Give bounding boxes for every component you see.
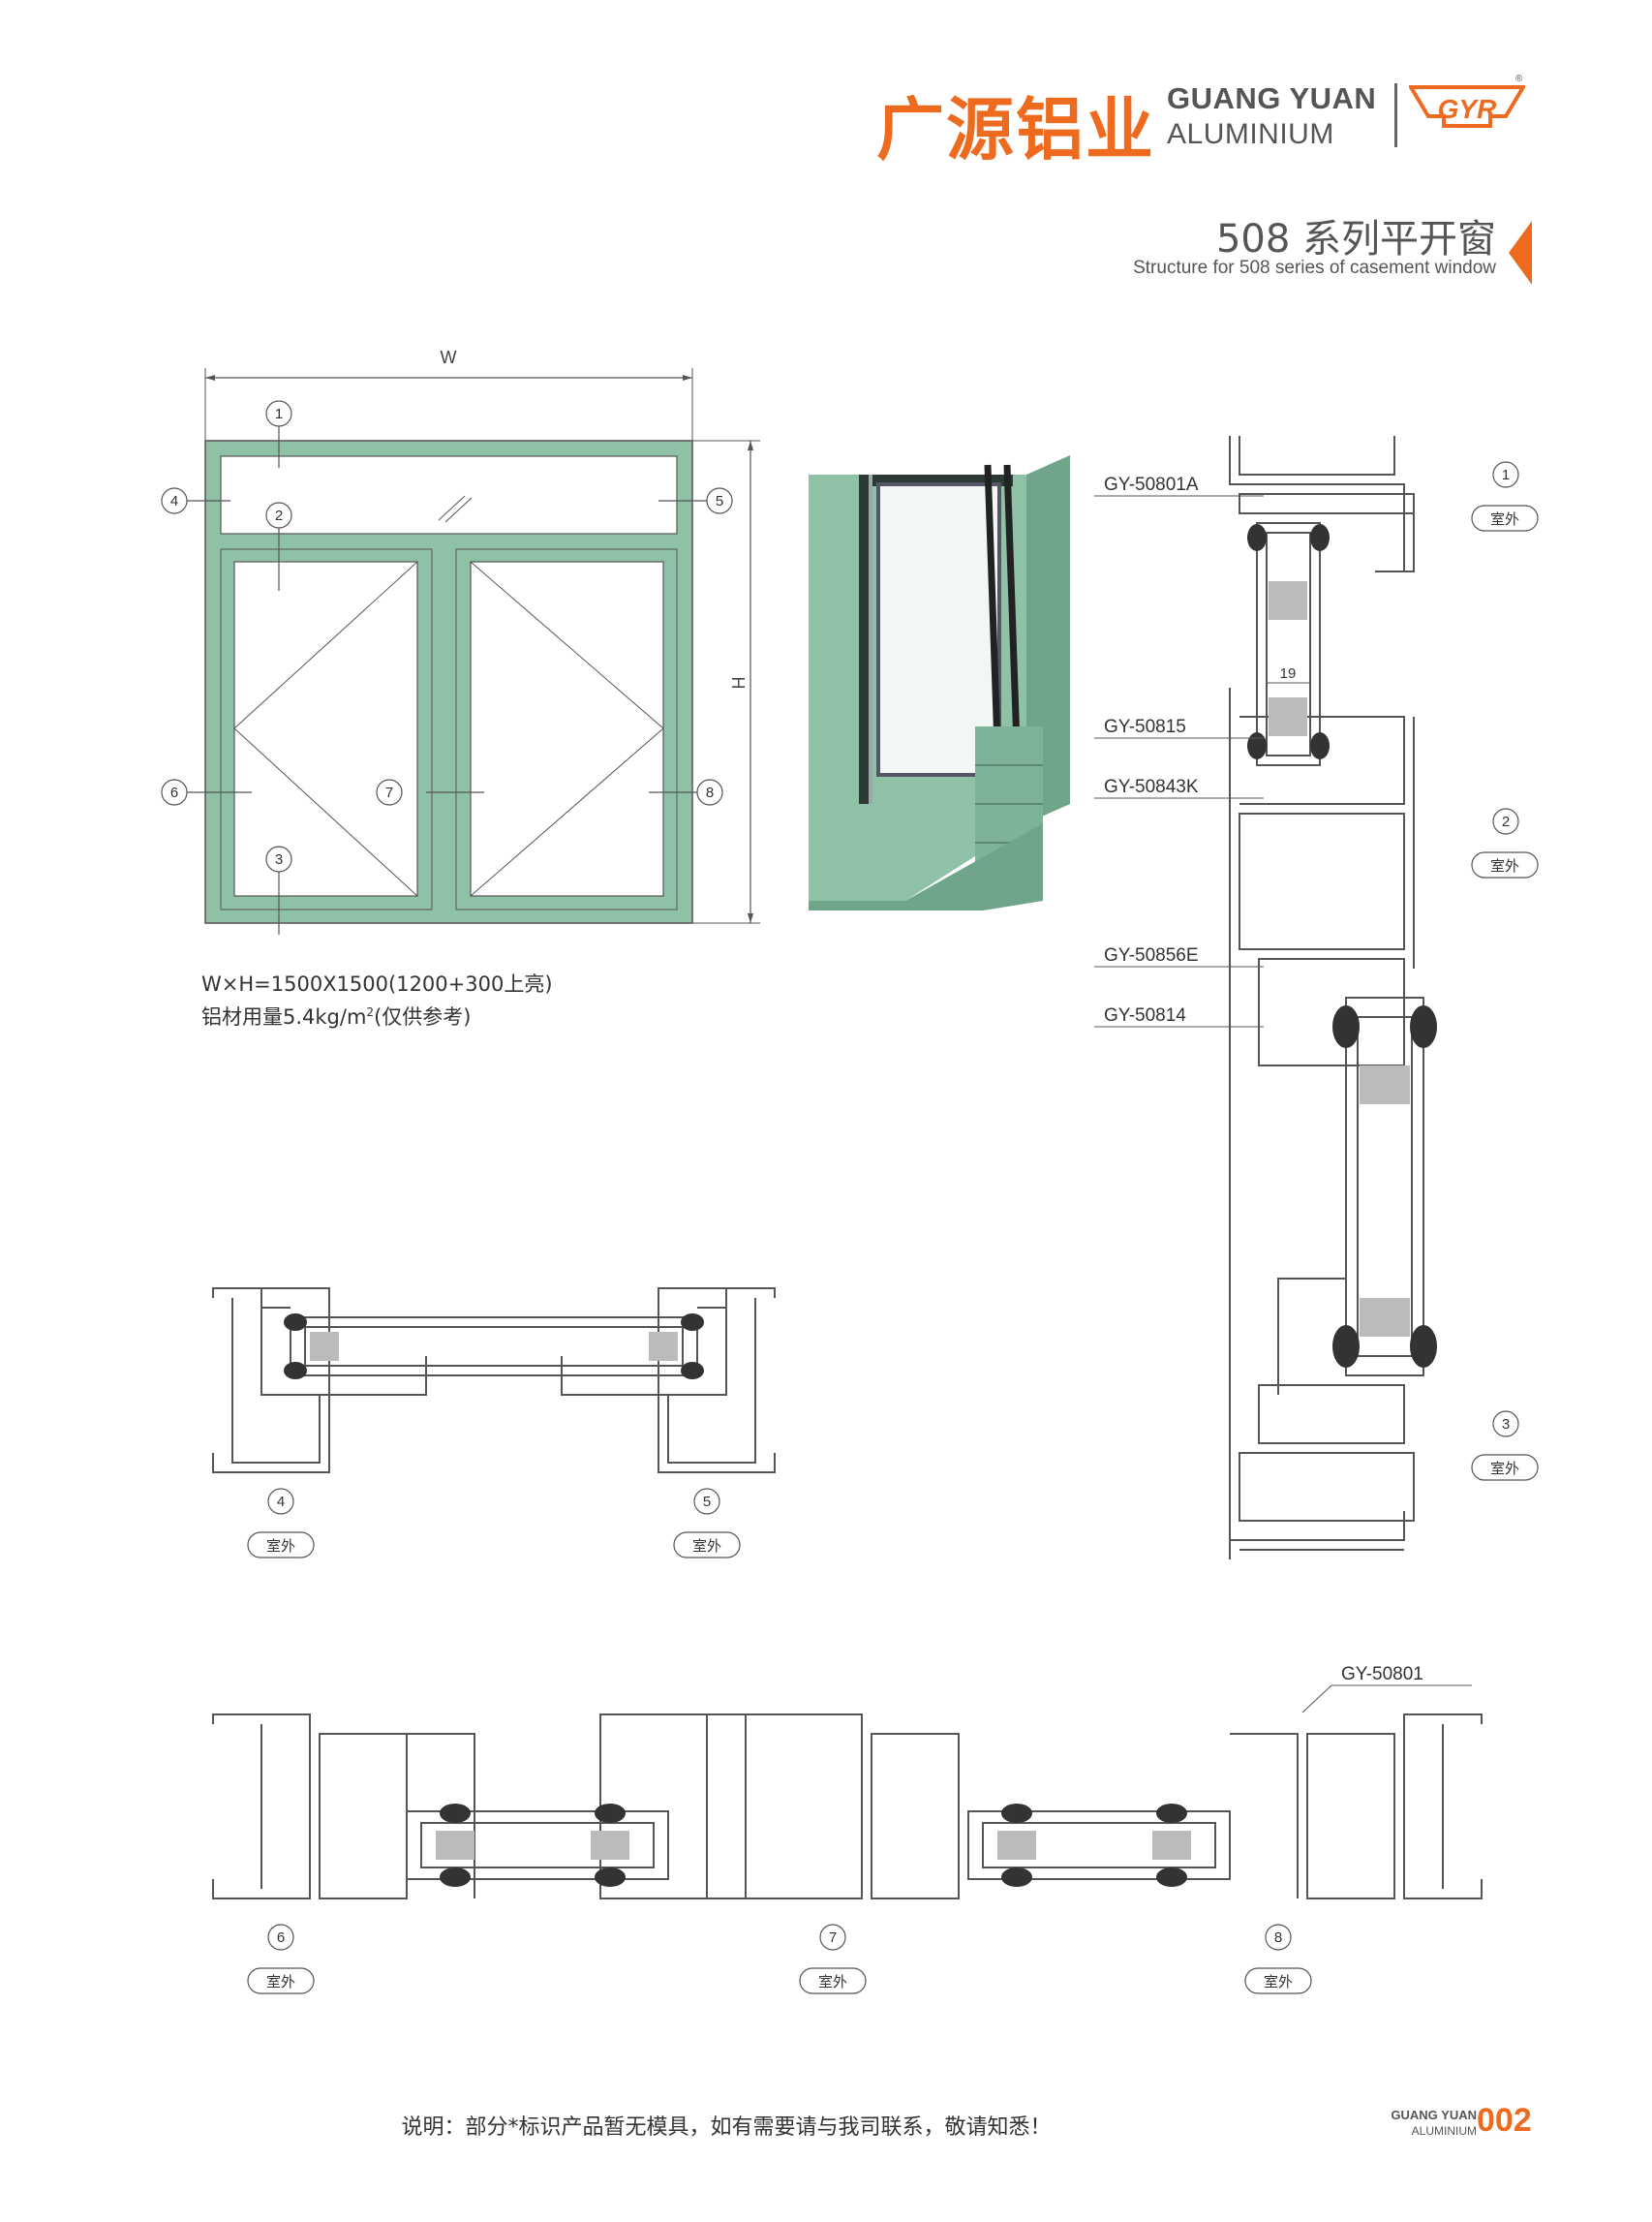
elevation-marker-5: 5 <box>716 493 723 509</box>
elevation-marker-8: 8 <box>706 785 714 801</box>
exterior-label-8: 室外 <box>1264 1974 1293 1991</box>
elevation-marker-6: 6 <box>170 785 178 801</box>
brand-name-en-line1: GUANG YUAN <box>1167 81 1377 115</box>
section-number-8: 8 <box>1274 1929 1282 1946</box>
page-title-en: Structure for 508 series of casement win… <box>1133 258 1496 278</box>
section-number-2: 2 <box>1502 814 1510 830</box>
section-number-3: 3 <box>1502 1416 1510 1433</box>
section-number-6: 6 <box>277 1929 285 1946</box>
width-label: W <box>441 348 457 367</box>
section-number-7: 7 <box>829 1929 837 1946</box>
section-number-1: 1 <box>1502 467 1510 483</box>
height-label: H <box>728 677 748 690</box>
section-number-5: 5 <box>703 1494 711 1510</box>
spec-size: W×H=1500X1500(1200+300上亮) <box>201 972 553 996</box>
logo-letters: GYR <box>1438 94 1497 124</box>
spec-material-suffix: (仅供参考) <box>374 1005 472 1029</box>
horizontal-section-6-7-8-drawing: GY-50801 6 室外 7 室外 8 室外 <box>212 1664 1483 1994</box>
elevation-marker-4: 4 <box>170 493 178 509</box>
spec-material-sup: 2 <box>366 1005 375 1019</box>
section-number-4: 4 <box>277 1494 285 1510</box>
profile-label-50801a: GY-50801A <box>1104 475 1199 495</box>
profile-label-50801: GY-50801 <box>1341 1664 1423 1684</box>
spec-material: 铝材用量5.4kg/m2(仅供参考) <box>201 1002 471 1031</box>
spec-material-prefix: 铝材用量5.4kg/m <box>201 1005 367 1029</box>
brand-logo: GYR ® <box>1409 74 1525 128</box>
dimension-19: 19 <box>1280 665 1297 682</box>
brand-name-en-line2: ALUMINIUM <box>1167 118 1334 150</box>
profile-label-50856e: GY-50856E <box>1104 945 1199 966</box>
elevation-marker-1: 1 <box>275 406 283 422</box>
footer-brand-line2: ALUMINIUM <box>1411 2124 1477 2138</box>
elevation-marker-3: 3 <box>275 851 283 868</box>
footer-note: 说明：部分*标识产品暂无模具，如有需要请与我司联系，敬请知悉！ <box>401 2115 1052 2140</box>
page-title-cn: 508 系列平开窗 <box>1215 217 1496 262</box>
profile-label-50815: GY-50815 <box>1104 717 1186 737</box>
exterior-label-2: 室外 <box>1490 858 1519 875</box>
brand-separator <box>1394 83 1397 147</box>
profile-label-50814: GY-50814 <box>1104 1005 1186 1026</box>
exterior-label-4: 室外 <box>266 1538 295 1555</box>
exterior-label-7: 室外 <box>818 1974 847 1991</box>
exterior-label-6: 室外 <box>266 1974 295 1991</box>
footer-brand-line1: GUANG YUAN <box>1391 2108 1477 2122</box>
page-number: 002 <box>1477 2102 1532 2139</box>
elevation-marker-7: 7 <box>385 785 393 801</box>
brand-name-cn: 广源铝业 <box>876 90 1155 170</box>
exterior-label-3: 室外 <box>1490 1461 1519 1477</box>
profile-label-50843k: GY-50843K <box>1104 777 1199 797</box>
profile-3d-corner-illustration <box>809 455 1070 910</box>
exterior-label-5: 室外 <box>692 1538 721 1555</box>
window-elevation-drawing: W H 1 2 3 4 5 6 7 8 <box>161 348 760 935</box>
title-arrow-icon <box>1509 221 1532 285</box>
registered-mark: ® <box>1515 74 1523 84</box>
vertical-section-drawing: 19 GY-50801A GY-50815 GY-50843K GY-50856… <box>1094 436 1539 1559</box>
exterior-label-1: 室外 <box>1490 511 1519 528</box>
elevation-marker-2: 2 <box>275 508 283 524</box>
horizontal-section-4-5-drawing: 4 室外 5 室外 <box>212 1287 776 1558</box>
